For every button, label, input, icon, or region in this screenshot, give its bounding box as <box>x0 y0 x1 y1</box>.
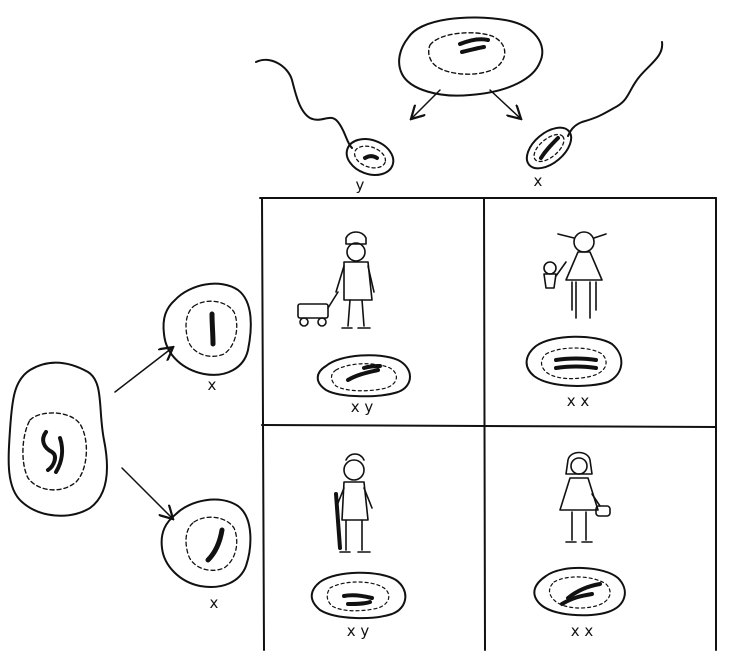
girl-with-doll-figure <box>543 231 607 319</box>
offspring-cell-2-nucleus <box>525 335 623 387</box>
x-sperm <box>525 41 664 170</box>
bottom-egg-label: x <box>210 594 219 612</box>
punnett-grid <box>259 197 717 651</box>
cell-4-genotype: x x <box>571 622 594 640</box>
top-egg <box>162 282 252 376</box>
cell-3-genotype: x y <box>347 622 370 640</box>
offspring-cell-3-nucleus <box>310 571 407 620</box>
boy-with-wagon-figure <box>297 231 375 329</box>
top-egg-label: x <box>208 376 217 394</box>
female-parent-cell <box>7 361 109 517</box>
boy-with-bat-figure <box>334 453 373 553</box>
arrow-to-y-sperm <box>412 89 441 118</box>
bottom-egg <box>160 498 252 588</box>
x-sperm-label: x <box>534 172 543 190</box>
y-sperm-label: y <box>356 176 365 194</box>
arrow-to-top-egg <box>114 348 172 393</box>
labels: y x x x x y x x x y x x <box>208 172 594 640</box>
cell-1-genotype: x y <box>351 398 374 416</box>
arrow-to-x-sperm <box>489 89 520 118</box>
arrow-to-bottom-egg <box>121 467 172 518</box>
girl-with-purse-figure <box>559 451 611 543</box>
male-parent-cell <box>398 16 544 97</box>
cell-2-genotype: x x <box>567 392 590 410</box>
y-sperm <box>255 58 395 176</box>
offspring-cell-4-nucleus <box>533 566 626 617</box>
offspring-cell-1-nucleus <box>316 354 411 398</box>
